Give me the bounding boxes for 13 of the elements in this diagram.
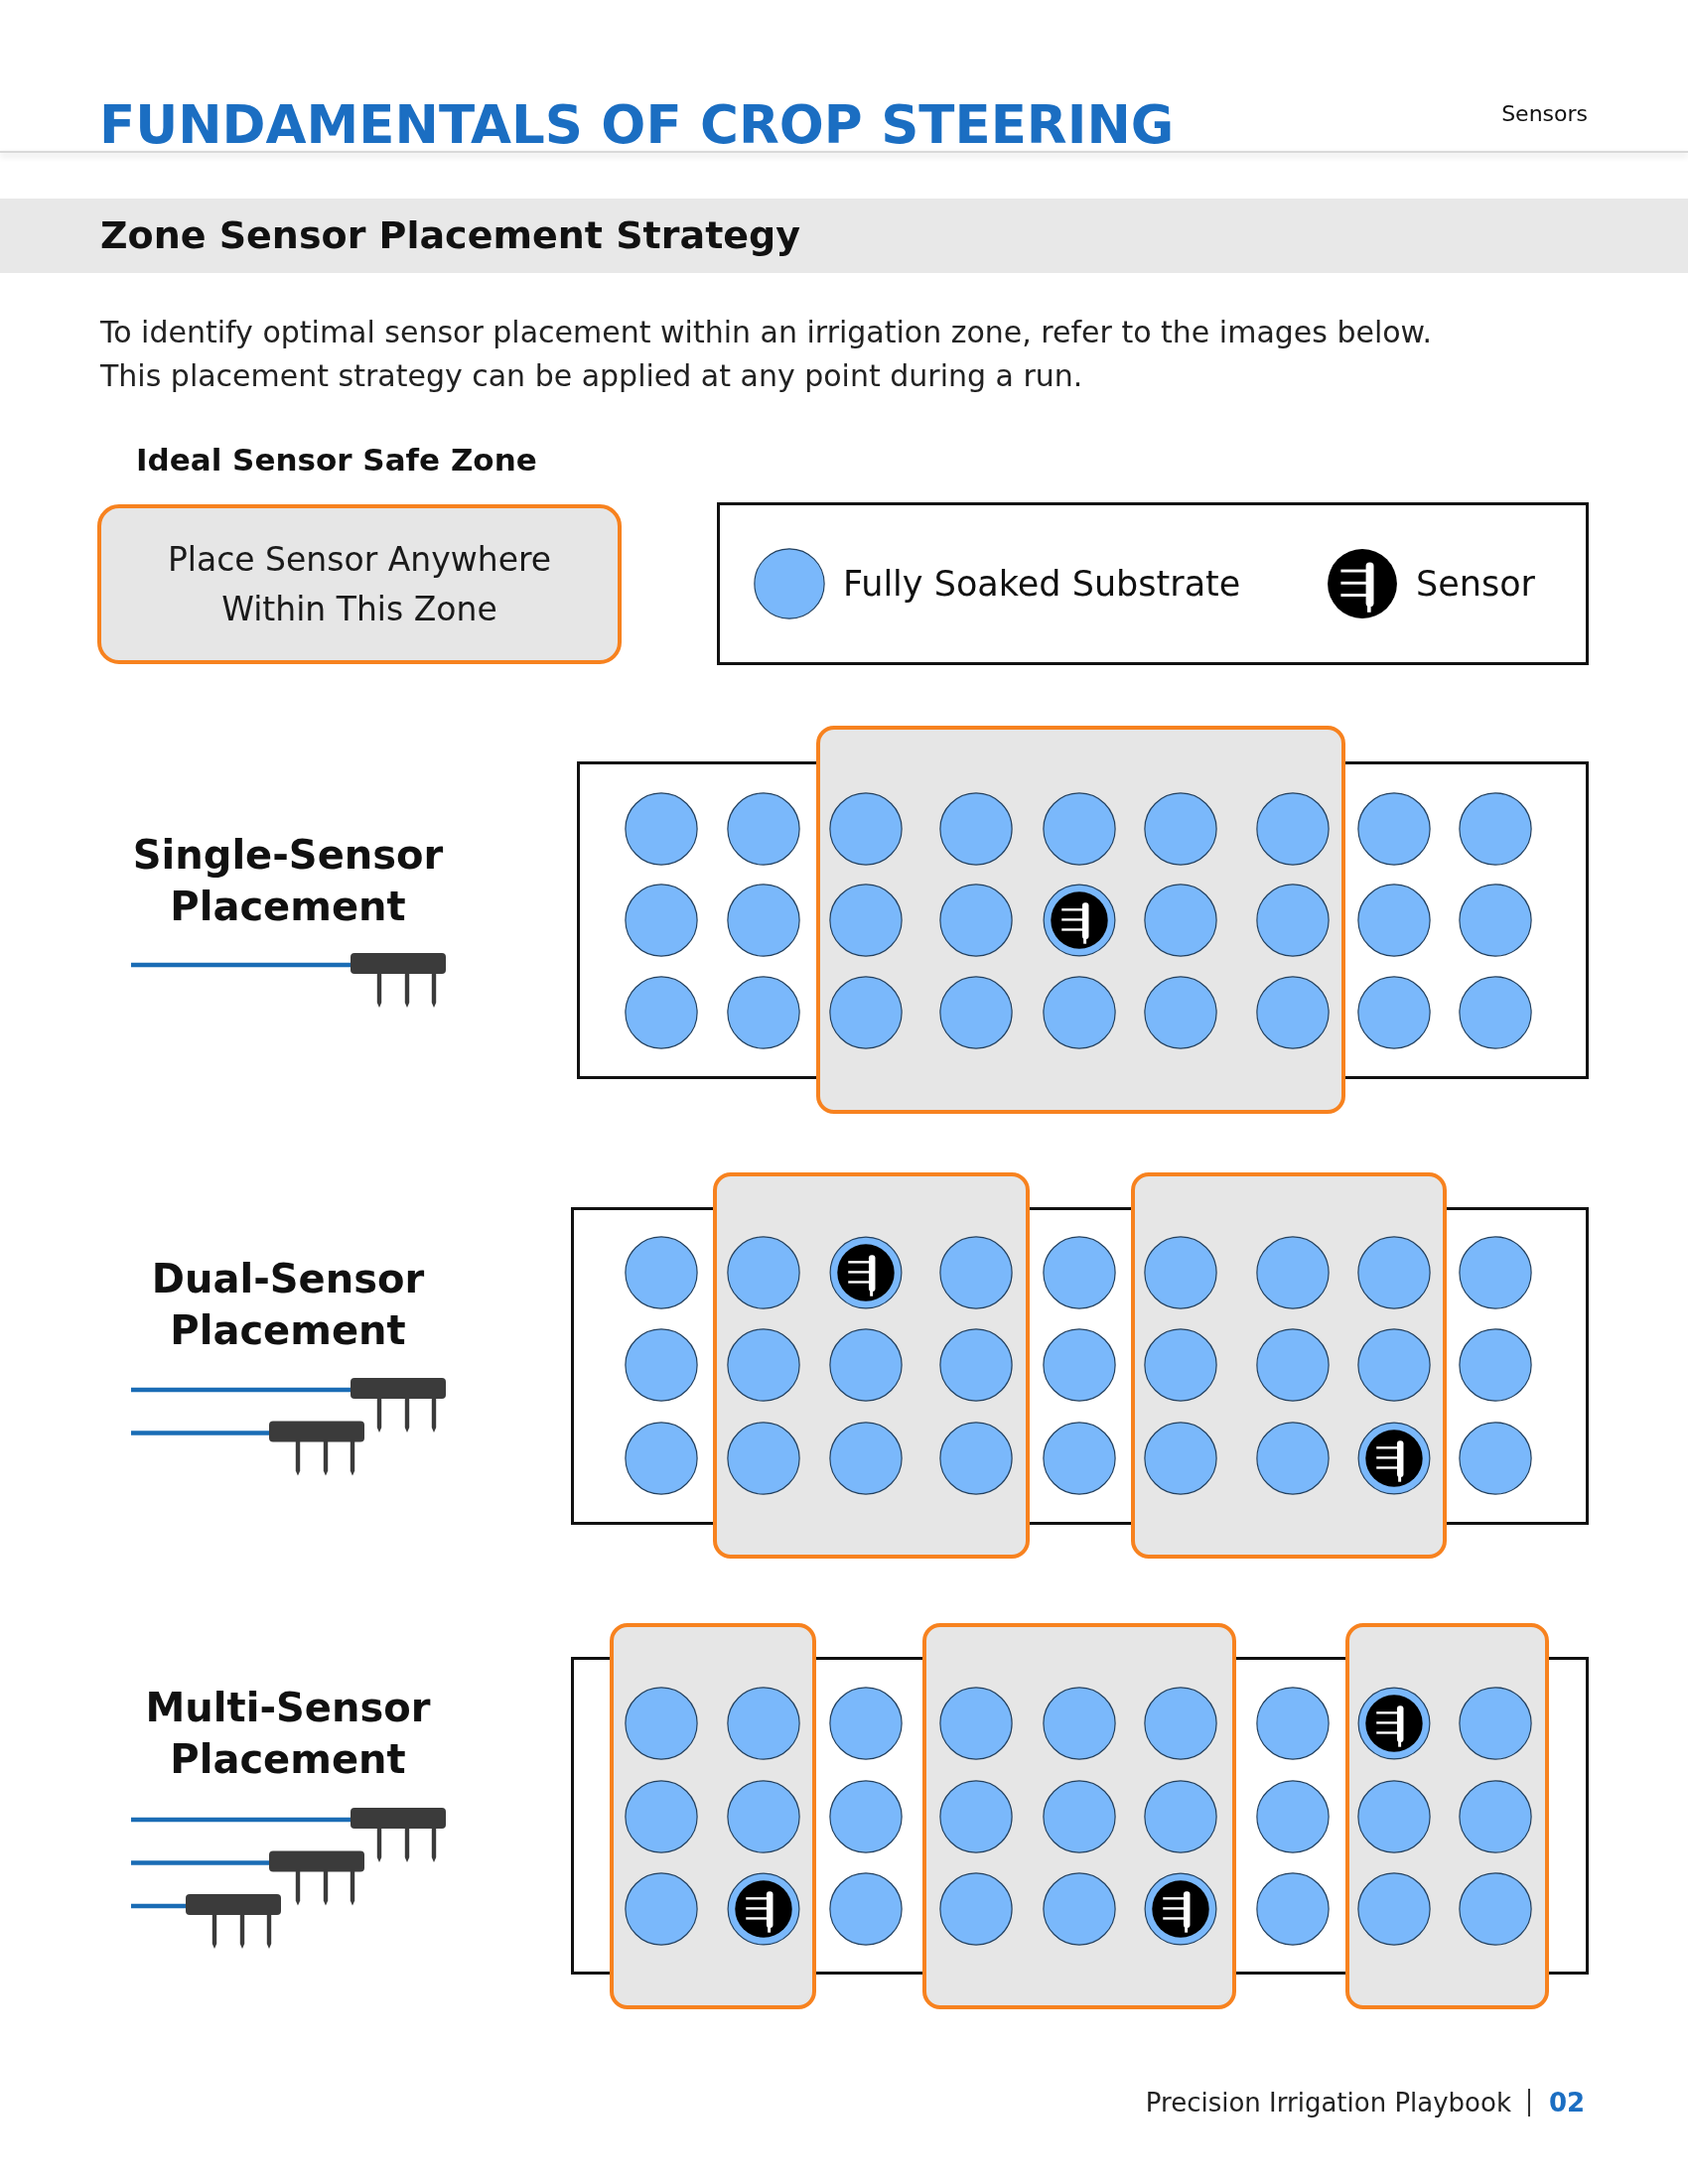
legend-label: Fully Soaked Substrate (843, 563, 1241, 606)
page-number: 02 (1549, 2087, 1586, 2119)
zone-heading: Ideal Sensor Safe Zone (136, 441, 537, 479)
zone-instruction: Place Sensor Anywhere Within This Zone (166, 538, 553, 630)
page-title: FUNDAMENTALS OF CROP STEERING (99, 101, 1175, 149)
section-title: Multi-Sensor Placement (144, 1684, 432, 1784)
section-title: Single-Sensor Placement (131, 831, 445, 931)
section-title: Dual-Sensor Placement (150, 1255, 426, 1355)
section-heading: Zone Sensor Placement Strategy (100, 212, 801, 259)
section-tag: Sensors (1291, 99, 1588, 129)
legend-label: Sensor (1416, 563, 1535, 606)
footer-title: Precision Irrigation Playbook (1144, 2087, 1511, 2119)
intro-paragraph: To identify optimal sensor placement within an irrigation zone, refer to the images below. This placement strategy can be applied at any point during a run. (100, 314, 1433, 395)
